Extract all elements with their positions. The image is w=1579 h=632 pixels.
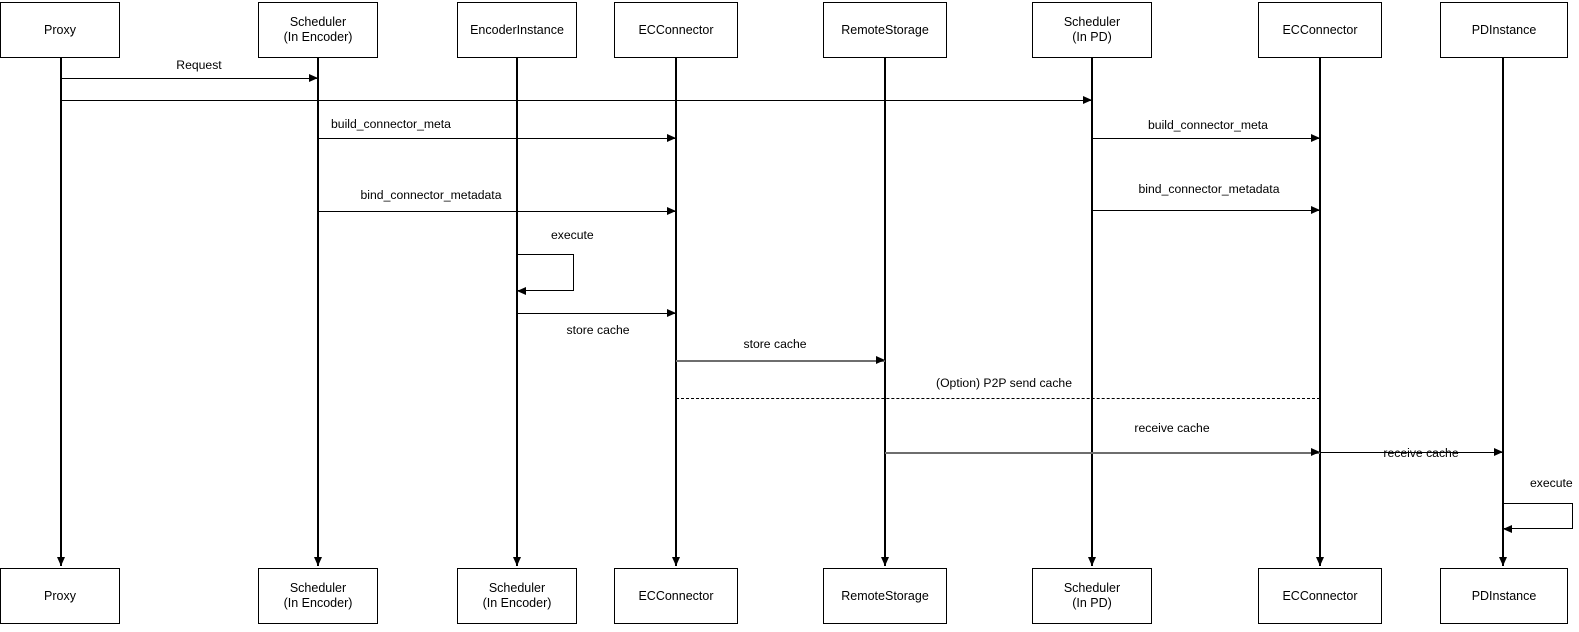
actor-box-top-pd_inst[interactable]: PDInstance	[1440, 2, 1568, 58]
lifeline-remote_store	[884, 58, 886, 566]
actor-box-top-sched_enc[interactable]: Scheduler (In Encoder)	[258, 2, 378, 58]
lifeline-end-arrow-icon-ec_conn_pd	[1315, 557, 1324, 566]
actor-box-bottom-proxy[interactable]: Proxy	[0, 568, 120, 624]
message-label-m6: bind_connector_metadata	[1138, 182, 1280, 196]
arrowhead-icon-m3	[667, 134, 676, 142]
message-line-m7	[517, 313, 676, 315]
self-loop-arrowhead-icon-s1	[517, 286, 526, 295]
message-label-m8: store cache	[743, 337, 807, 351]
actor-box-top-ec_conn_enc[interactable]: ECConnector	[614, 2, 738, 58]
self-loop-arrowhead-icon-s2	[1503, 524, 1512, 533]
arrowhead-icon-m7	[667, 309, 676, 317]
lifeline-proxy	[60, 58, 62, 566]
message-line-m3	[318, 138, 676, 140]
message-line-m5	[318, 211, 676, 213]
actor-box-bottom-ec_conn_enc[interactable]: ECConnector	[614, 568, 738, 624]
arrowhead-icon-m10	[1311, 448, 1320, 456]
message-label-m1: Request	[176, 58, 222, 72]
message-line-m4	[1092, 138, 1320, 140]
actor-box-bottom-remote_store[interactable]: RemoteStorage	[823, 568, 947, 624]
actor-box-top-sched_pd[interactable]: Scheduler (In PD)	[1032, 2, 1152, 58]
actor-box-top-ec_conn_pd[interactable]: ECConnector	[1258, 2, 1382, 58]
message-line-m1	[61, 78, 318, 80]
lifeline-end-arrow-icon-pd_inst	[1498, 557, 1507, 566]
lifeline-end-arrow-icon-ec_conn_enc	[671, 557, 680, 566]
actor-box-bottom-encoder_inst[interactable]: Scheduler (In Encoder)	[457, 568, 577, 624]
message-label-m10: receive cache	[1134, 421, 1210, 435]
message-line-m2	[61, 100, 1092, 102]
actor-box-top-remote_store[interactable]: RemoteStorage	[823, 2, 947, 58]
arrowhead-icon-m11	[1494, 448, 1503, 456]
lifeline-ec_conn_pd	[1319, 58, 1321, 566]
actor-box-top-proxy[interactable]: Proxy	[0, 2, 120, 58]
lifeline-encoder_inst	[516, 58, 518, 566]
message-label-m7: store cache	[566, 323, 630, 337]
lifeline-end-arrow-icon-proxy	[56, 557, 65, 566]
actor-box-bottom-sched_pd[interactable]: Scheduler (In PD)	[1032, 568, 1152, 624]
lifeline-end-arrow-icon-sched_enc	[313, 557, 322, 566]
self-loop-s2	[1503, 503, 1573, 529]
arrowhead-icon-m6	[1311, 206, 1320, 214]
actor-box-top-encoder_inst[interactable]: EncoderInstance	[457, 2, 577, 58]
arrowhead-icon-m1	[309, 74, 318, 82]
message-line-m11	[1320, 452, 1503, 454]
lifeline-end-arrow-icon-encoder_inst	[512, 557, 521, 566]
self-loop-label-s2: execute	[1530, 476, 1573, 490]
message-line-m10	[885, 452, 1320, 454]
message-line-m6	[1092, 210, 1320, 212]
arrowhead-icon-m5	[667, 207, 676, 215]
message-line-m9	[676, 398, 1320, 399]
message-line-m8	[676, 360, 885, 362]
arrowhead-icon-m4	[1311, 134, 1320, 142]
message-label-m3: build_connector_meta	[331, 117, 451, 131]
lifeline-pd_inst	[1502, 58, 1504, 566]
actor-box-bottom-pd_inst[interactable]: PDInstance	[1440, 568, 1568, 624]
actor-box-bottom-sched_enc[interactable]: Scheduler (In Encoder)	[258, 568, 378, 624]
message-label-m4: build_connector_meta	[1148, 118, 1268, 132]
arrowhead-icon-m8	[876, 356, 885, 364]
lifeline-sched_pd	[1091, 58, 1093, 566]
actor-box-bottom-ec_conn_pd[interactable]: ECConnector	[1258, 568, 1382, 624]
message-label-m11: receive cache	[1383, 446, 1459, 460]
message-label-m9: (Option) P2P send cache	[936, 376, 1072, 390]
message-label-m5: bind_connector_metadata	[360, 188, 502, 202]
self-loop-label-s1: execute	[551, 228, 594, 242]
self-loop-s1	[517, 254, 574, 291]
lifeline-end-arrow-icon-remote_store	[880, 557, 889, 566]
lifeline-sched_enc	[317, 58, 319, 566]
arrowhead-icon-m2	[1083, 96, 1092, 104]
lifeline-end-arrow-icon-sched_pd	[1087, 557, 1096, 566]
